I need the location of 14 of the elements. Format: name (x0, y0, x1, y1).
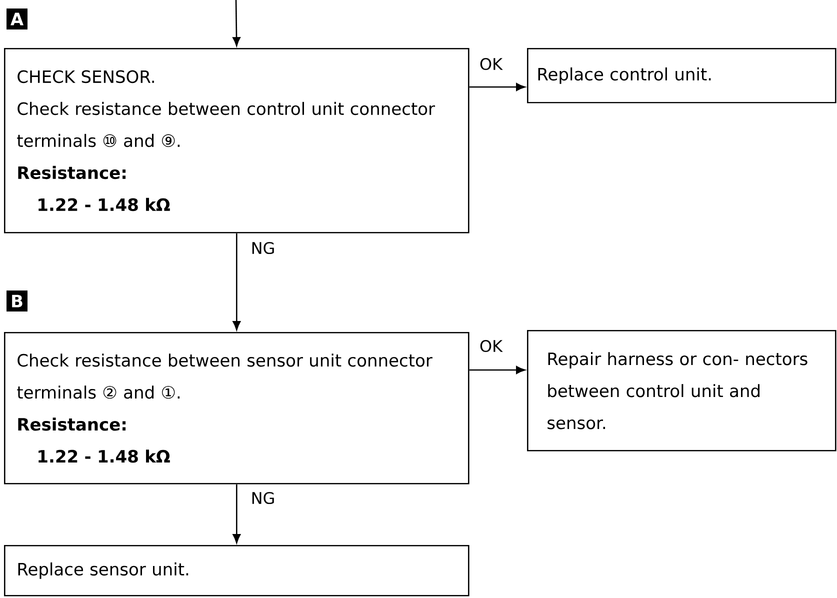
process-box: Replace sensor unit. (4, 545, 470, 596)
process-box: Repair harness or con- nectors between control unit and sensor. (527, 330, 836, 452)
edge-label: NG (250, 490, 276, 506)
edge-label: NG (250, 240, 276, 256)
edge-label: OK (478, 338, 504, 354)
arrow (232, 233, 241, 330)
process-box: Replace control unit. (527, 48, 836, 104)
arrow (232, 484, 241, 544)
arrow (469, 83, 526, 91)
process-box: Check resistance between sensor unit connector terminals ② and ①. Resistance: 1.22 - 1.48 kΩ (4, 332, 470, 484)
arrow (232, 0, 240, 46)
arrow (469, 366, 526, 374)
edge-label: OK (478, 56, 504, 72)
process-box: CHECK SENSOR. Check resistance between control unit connector terminals ⑩ and ⑨. Resistance: 1.22 - 1.48 kΩ (4, 48, 470, 234)
